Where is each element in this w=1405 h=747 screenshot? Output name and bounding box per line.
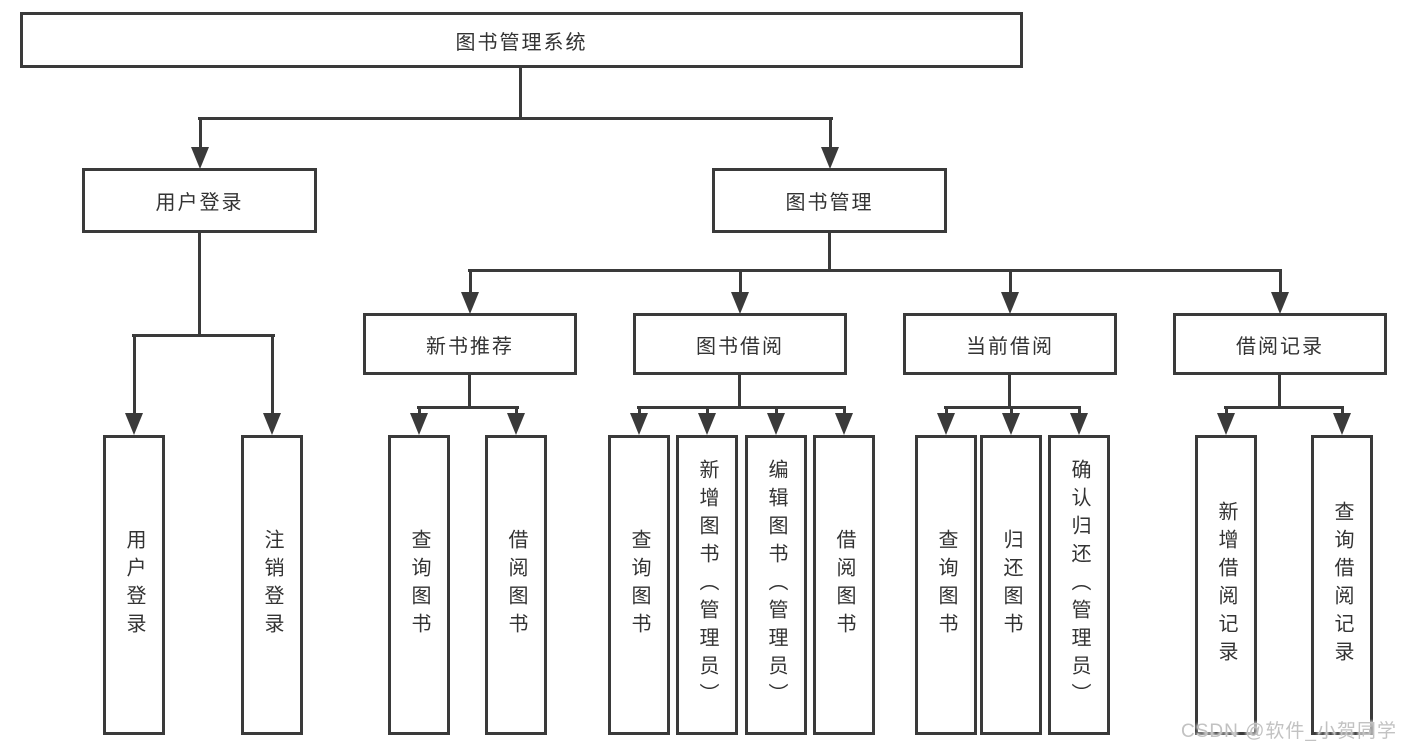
leaf-user-login-label: 用户登录 [123, 529, 145, 641]
leaf-nbr-query-book: 查询图书 [388, 435, 450, 735]
connector-line [1224, 406, 1344, 409]
csdn-watermark: CSDN @软件_小贺同学 [1181, 721, 1397, 742]
leaf-bb-edit-book-admin: 编辑图书（管理员） [745, 435, 807, 735]
arrow-down-icon [1002, 406, 1020, 435]
arrow-down-icon [821, 117, 839, 169]
node-borrowing-records: 借阅记录 [1173, 313, 1387, 375]
connector-line [198, 117, 833, 120]
leaf-bb-edit-book-admin-label: 编辑图书（管理员） [765, 459, 787, 711]
arrow-down-icon [630, 406, 648, 435]
leaf-cb-confirm-return-admin: 确认归还（管理员） [1048, 435, 1110, 735]
arrow-down-icon [263, 334, 281, 435]
leaf-br-add-record-label: 新增借阅记录 [1215, 501, 1237, 669]
node-current-borrowing: 当前借阅 [903, 313, 1117, 375]
leaf-cb-confirm-return-admin-label: 确认归还（管理员） [1068, 459, 1090, 711]
connector-line [944, 406, 1081, 409]
arrow-down-icon [698, 406, 716, 435]
connector-line [468, 269, 1282, 272]
arrow-down-icon [937, 406, 955, 435]
leaf-bb-add-book-admin: 新增图书（管理员） [676, 435, 738, 735]
leaf-logout-label: 注销登录 [261, 529, 283, 641]
connector-line [132, 334, 275, 337]
arrow-down-icon [1070, 406, 1088, 435]
leaf-cb-return-book-label: 归还图书 [1000, 529, 1022, 641]
node-book-management-label: 图书管理 [785, 192, 874, 214]
leaf-br-add-record: 新增借阅记录 [1195, 435, 1257, 735]
leaf-br-query-record: 查询借阅记录 [1311, 435, 1373, 735]
node-root-system-label: 图书管理系统 [455, 31, 588, 54]
leaf-cb-return-book: 归还图书 [980, 435, 1042, 735]
connector-line [198, 231, 201, 337]
leaf-logout: 注销登录 [241, 435, 303, 735]
arrow-down-icon [191, 117, 209, 169]
node-new-book-recommend: 新书推荐 [363, 313, 577, 375]
connector-line [828, 231, 831, 272]
leaf-cb-query-book: 查询图书 [915, 435, 977, 735]
arrow-down-icon [507, 406, 525, 435]
node-book-management: 图书管理 [712, 168, 947, 233]
arrow-down-icon [410, 406, 428, 435]
leaf-bb-add-book-admin-label: 新增图书（管理员） [696, 459, 718, 711]
leaf-bb-query-book-label: 查询图书 [628, 529, 650, 641]
connector-line [637, 406, 846, 409]
node-current-borrowing-label: 当前借阅 [966, 335, 1054, 358]
arrow-down-icon [835, 406, 853, 435]
node-book-borrowing: 图书借阅 [633, 313, 847, 375]
connector-line [519, 66, 522, 119]
leaf-cb-query-book-label: 查询图书 [935, 529, 957, 641]
arrow-down-icon [731, 269, 749, 314]
connector-line [468, 373, 471, 409]
node-borrowing-records-label: 借阅记录 [1236, 335, 1324, 358]
connector-line [1008, 373, 1011, 409]
connector-line [738, 373, 741, 409]
leaf-br-query-record-label: 查询借阅记录 [1331, 501, 1353, 669]
arrow-down-icon [1333, 406, 1351, 435]
leaf-nbr-query-book-label: 查询图书 [408, 529, 430, 641]
arrow-down-icon [767, 406, 785, 435]
arrow-down-icon [1271, 269, 1289, 314]
node-root-system: 图书管理系统 [20, 12, 1023, 68]
connector-line [1278, 373, 1281, 409]
arrow-down-icon [461, 269, 479, 314]
connector-line [417, 406, 519, 409]
arrow-down-icon [125, 334, 143, 435]
leaf-bb-borrow-book-label: 借阅图书 [833, 529, 855, 641]
node-user-login-label: 用户登录 [155, 192, 244, 214]
node-new-book-recommend-label: 新书推荐 [426, 335, 514, 358]
arrow-down-icon [1001, 269, 1019, 314]
leaf-bb-borrow-book: 借阅图书 [813, 435, 875, 735]
leaf-bb-query-book: 查询图书 [608, 435, 670, 735]
arrow-down-icon [1217, 406, 1235, 435]
leaf-nbr-borrow-book: 借阅图书 [485, 435, 547, 735]
leaf-nbr-borrow-book-label: 借阅图书 [505, 529, 527, 641]
node-book-borrowing-label: 图书借阅 [696, 335, 784, 358]
leaf-user-login: 用户登录 [103, 435, 165, 735]
node-user-login: 用户登录 [82, 168, 317, 233]
